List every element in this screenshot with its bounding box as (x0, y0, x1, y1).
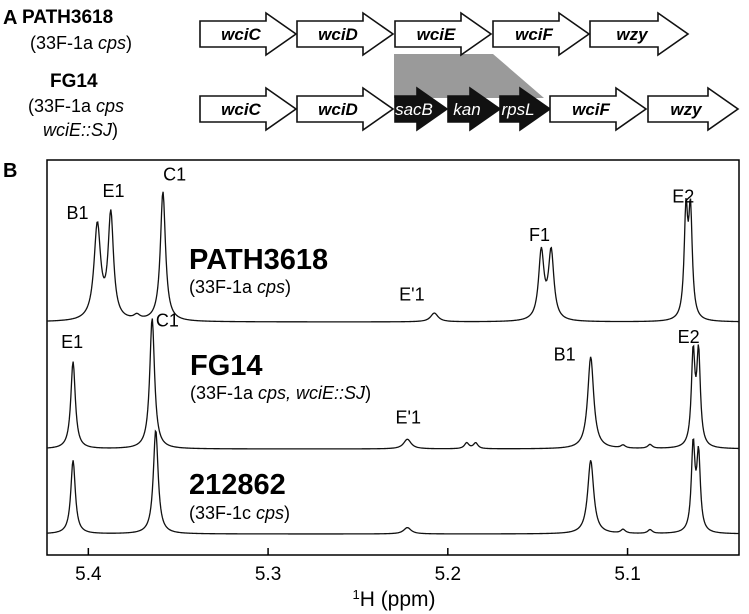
row1-gene-label-wciC: wciC (221, 25, 261, 44)
spectra (46, 191, 740, 535)
x-tick-label-5.1: 5.1 (614, 564, 640, 585)
series-desc-212862-part: ) (284, 503, 290, 523)
row2-gene-arrow-rpsL (499, 86, 552, 132)
spectrum-FG14 (46, 318, 740, 450)
row1-gene-arrow-wciD (296, 11, 395, 57)
panel-b-label: B (3, 160, 17, 182)
peak-label-PATH3618-E2: E2 (672, 187, 694, 207)
x-tick-label-5.4: 5.4 (75, 564, 102, 585)
row1-desc-part: (33F-1a (30, 33, 98, 53)
series-desc-FG14: (33F-1a cps, wciE::SJ) (190, 383, 371, 403)
row2-gene-label-kan: kan (453, 100, 480, 119)
row2-gene-label-sacB: sacB (395, 100, 433, 119)
series-desc-212862-part: cps (256, 503, 284, 523)
peak-label-PATH3618-F1: F1 (529, 225, 550, 245)
row1-gene-arrow-wciC (199, 11, 298, 57)
peak-label-FG14-E2: E2 (678, 327, 700, 347)
row2-desc2-part: wciE::SJ (43, 120, 113, 140)
row1-gene-arrows: wciC wciD wciE wciF wzy (199, 11, 690, 57)
row2-desc-part: (33F-1a (28, 96, 96, 116)
peak-label-FG14-C1: C1 (156, 311, 179, 331)
row2-gene-arrows: wciC wciD sacB kan rpsL wciF wzy (199, 86, 740, 132)
row2-gene-arrow-sacB (394, 86, 449, 132)
row2-gene-arrow-wciC (199, 86, 298, 132)
row1-strain-desc: (33F-1a cps) (30, 33, 132, 53)
x-axis: 5.4 5.3 5.2 5.1 (75, 548, 641, 585)
row1-strain-name: PATH3618 (22, 7, 113, 28)
peak-label-FG14-B1: B1 (554, 345, 576, 365)
series-name-212862: 212862 (189, 469, 286, 501)
panel-a-label: A (3, 7, 17, 29)
row2-gene-label-wciF: wciF (572, 100, 610, 119)
row2-gene-arrow-wzy (647, 86, 740, 132)
row2-strain-desc-line2: wciE::SJ) (43, 120, 118, 140)
series-desc-212862-part: (33F-1c (189, 503, 256, 523)
series-desc-PATH3618-part: cps (257, 277, 285, 297)
x-tick-label-5.2: 5.2 (435, 564, 461, 585)
row2-desc2-part: ) (112, 120, 118, 140)
plot-frame (46, 159, 740, 556)
peak-label-FG14-E'1: E'1 (396, 408, 421, 428)
series-desc-PATH3618: (33F-1a cps) (189, 277, 291, 297)
series-labels: PATH3618(33F-1a cps)FG14(33F-1a cps, wci… (189, 244, 371, 523)
row1-gene-arrow-wciE (394, 11, 493, 57)
series-desc-FG14-part: (33F-1a (190, 383, 258, 403)
replacement-shade (394, 54, 544, 98)
row2-gene-arrow-wciD (296, 86, 395, 132)
row1-desc-part: cps (98, 33, 126, 53)
peak-label-PATH3618-C1: C1 (163, 165, 186, 185)
peak-label-PATH3618-E'1: E'1 (399, 284, 424, 304)
x-tick-label-5.3: 5.3 (255, 564, 281, 585)
peak-label-FG14-E1: E1 (61, 332, 83, 352)
series-name-PATH3618: PATH3618 (189, 244, 328, 276)
spectrum-PATH3618 (46, 191, 740, 323)
row2-gene-arrow-wciF (549, 86, 648, 132)
row2-gene-arrow-kan (447, 86, 502, 132)
row1-gene-label-wciF: wciF (515, 25, 553, 44)
row1-gene-label-wciD: wciD (318, 25, 358, 44)
row2-gene-label-wciC: wciC (221, 100, 261, 119)
spectrum-212862 (46, 429, 740, 535)
row1-desc-part: ) (126, 33, 132, 53)
series-desc-FG14-part: ) (365, 383, 371, 403)
row2-gene-label-wzy: wzy (670, 100, 703, 119)
series-desc-212862: (33F-1c cps) (189, 503, 290, 523)
panel-a-gene-diagram: A PATH3618 (33F-1a cps) FG14 (33F-1a cps… (3, 7, 740, 140)
series-desc-FG14-part: cps, wciE::SJ (258, 383, 366, 403)
row2-strain-name: FG14 (50, 71, 98, 92)
series-desc-PATH3618-part: ) (285, 277, 291, 297)
series-desc-PATH3618-part: (33F-1a (189, 277, 257, 297)
row1-gene-label-wzy: wzy (616, 25, 649, 44)
row2-desc-part: cps (96, 96, 124, 116)
row2-gene-label-wciD: wciD (318, 100, 358, 119)
row2-gene-label-rpsL: rpsL (501, 100, 534, 119)
row1-gene-arrow-wzy (589, 11, 690, 57)
x-axis-label: 1H (ppm) (352, 587, 435, 612)
row1-gene-label-wciE: wciE (417, 25, 456, 44)
row2-strain-desc: (33F-1a cps (28, 96, 124, 116)
peak-label-PATH3618-E1: E1 (102, 181, 124, 201)
series-name-FG14: FG14 (190, 350, 263, 382)
peak-label-PATH3618-B1: B1 (67, 203, 89, 223)
row1-gene-arrow-wciF (492, 11, 591, 57)
